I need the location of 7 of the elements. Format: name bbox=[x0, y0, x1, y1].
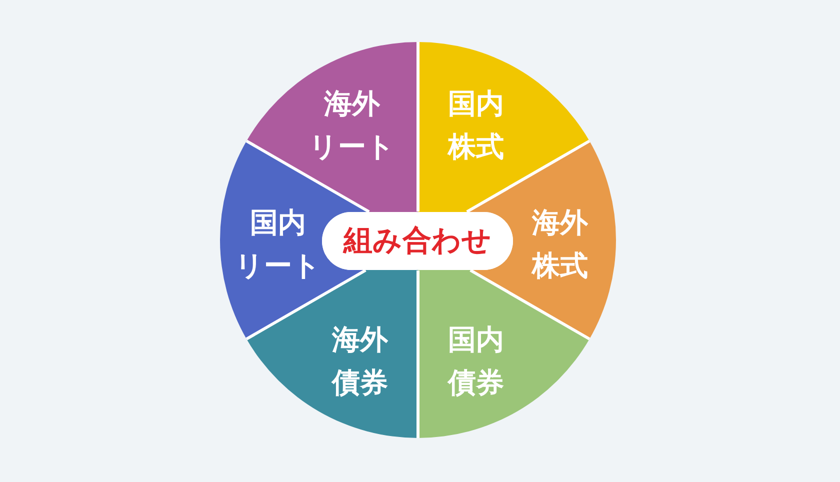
slice-label: 国内債券 bbox=[446, 323, 505, 400]
slice-label: 海外債券 bbox=[330, 323, 389, 400]
slice-label: 国内リート bbox=[234, 206, 322, 283]
slice-label: 海外リート bbox=[308, 87, 396, 164]
slice-label: 国内株式 bbox=[446, 87, 505, 164]
center-label: 組み合わせ bbox=[344, 224, 492, 259]
slice-label: 海外株式 bbox=[530, 206, 589, 283]
